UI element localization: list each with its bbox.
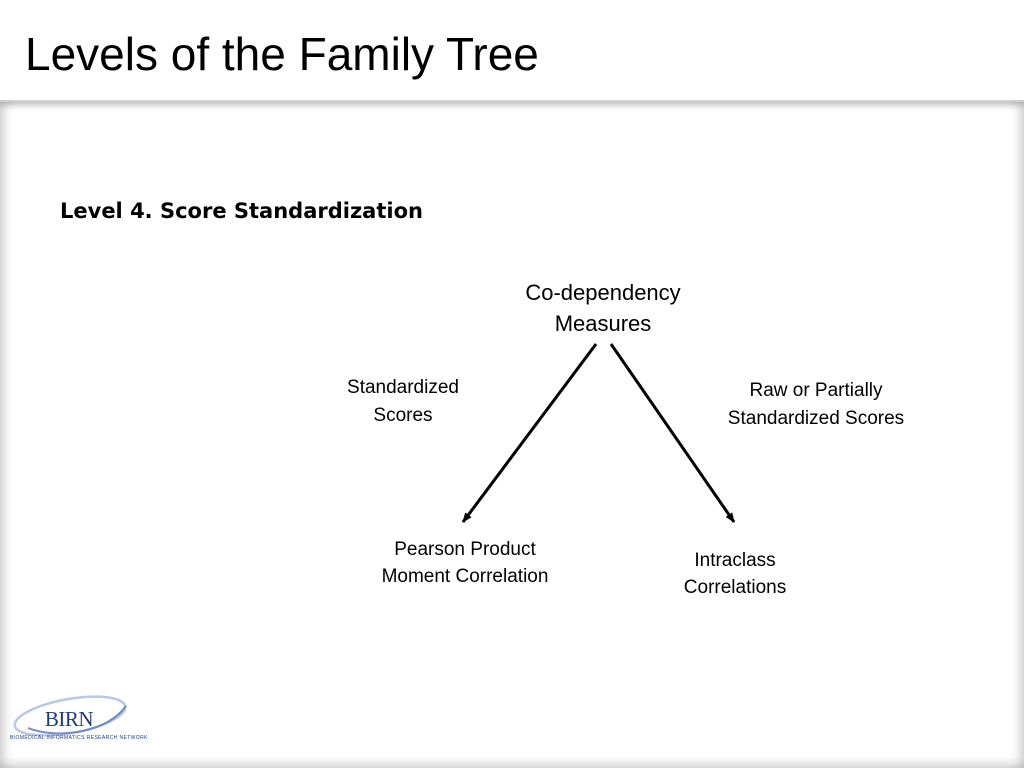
edge-label-right-line-2: Standardized Scores — [727, 408, 905, 429]
node-pearson-product-moment-correlation: Pearson Product Moment Correlation — [345, 536, 585, 590]
node-right-line-2: Correlations — [683, 577, 787, 598]
edge-label-raw-or-partially-standardized: Raw or Partially Standardized Scores — [696, 377, 936, 433]
title-bar: Levels of the Family Tree — [0, 0, 1024, 102]
node-co-dependency-measures: Co-dependency Measures — [493, 277, 713, 339]
arrow-left — [461, 343, 598, 523]
edge-label-left-line-1: Standardized — [347, 377, 459, 398]
node-left-line-2: Moment Correlation — [381, 566, 549, 587]
node-intraclass-correlations: Intraclass Correlations — [635, 547, 835, 601]
slide-title: Levels of the Family Tree — [25, 28, 539, 80]
level-heading: Level 4. Score Standardization — [60, 199, 423, 223]
logo-swoosh-icon — [13, 695, 127, 737]
edge-label-left-line-2: Scores — [373, 405, 433, 426]
node-root-line-1: Co-dependency — [525, 280, 681, 305]
edge-label-standardized-scores: Standardized Scores — [318, 374, 488, 430]
arrow-right — [609, 343, 736, 523]
logo-tagline: BIOMEDICAL INFORMATICS RESEARCH NETWORK — [10, 735, 148, 741]
logo-name: BIRN — [44, 707, 94, 731]
node-right-line-1: Intraclass — [694, 550, 776, 571]
node-left-line-1: Pearson Product — [394, 539, 536, 560]
node-root-line-2: Measures — [554, 311, 652, 336]
edge-label-right-line-1: Raw or Partially — [749, 380, 883, 401]
birn-logo: BIRN BIOMEDICAL INFORMATICS RESEARCH NET… — [8, 694, 148, 750]
